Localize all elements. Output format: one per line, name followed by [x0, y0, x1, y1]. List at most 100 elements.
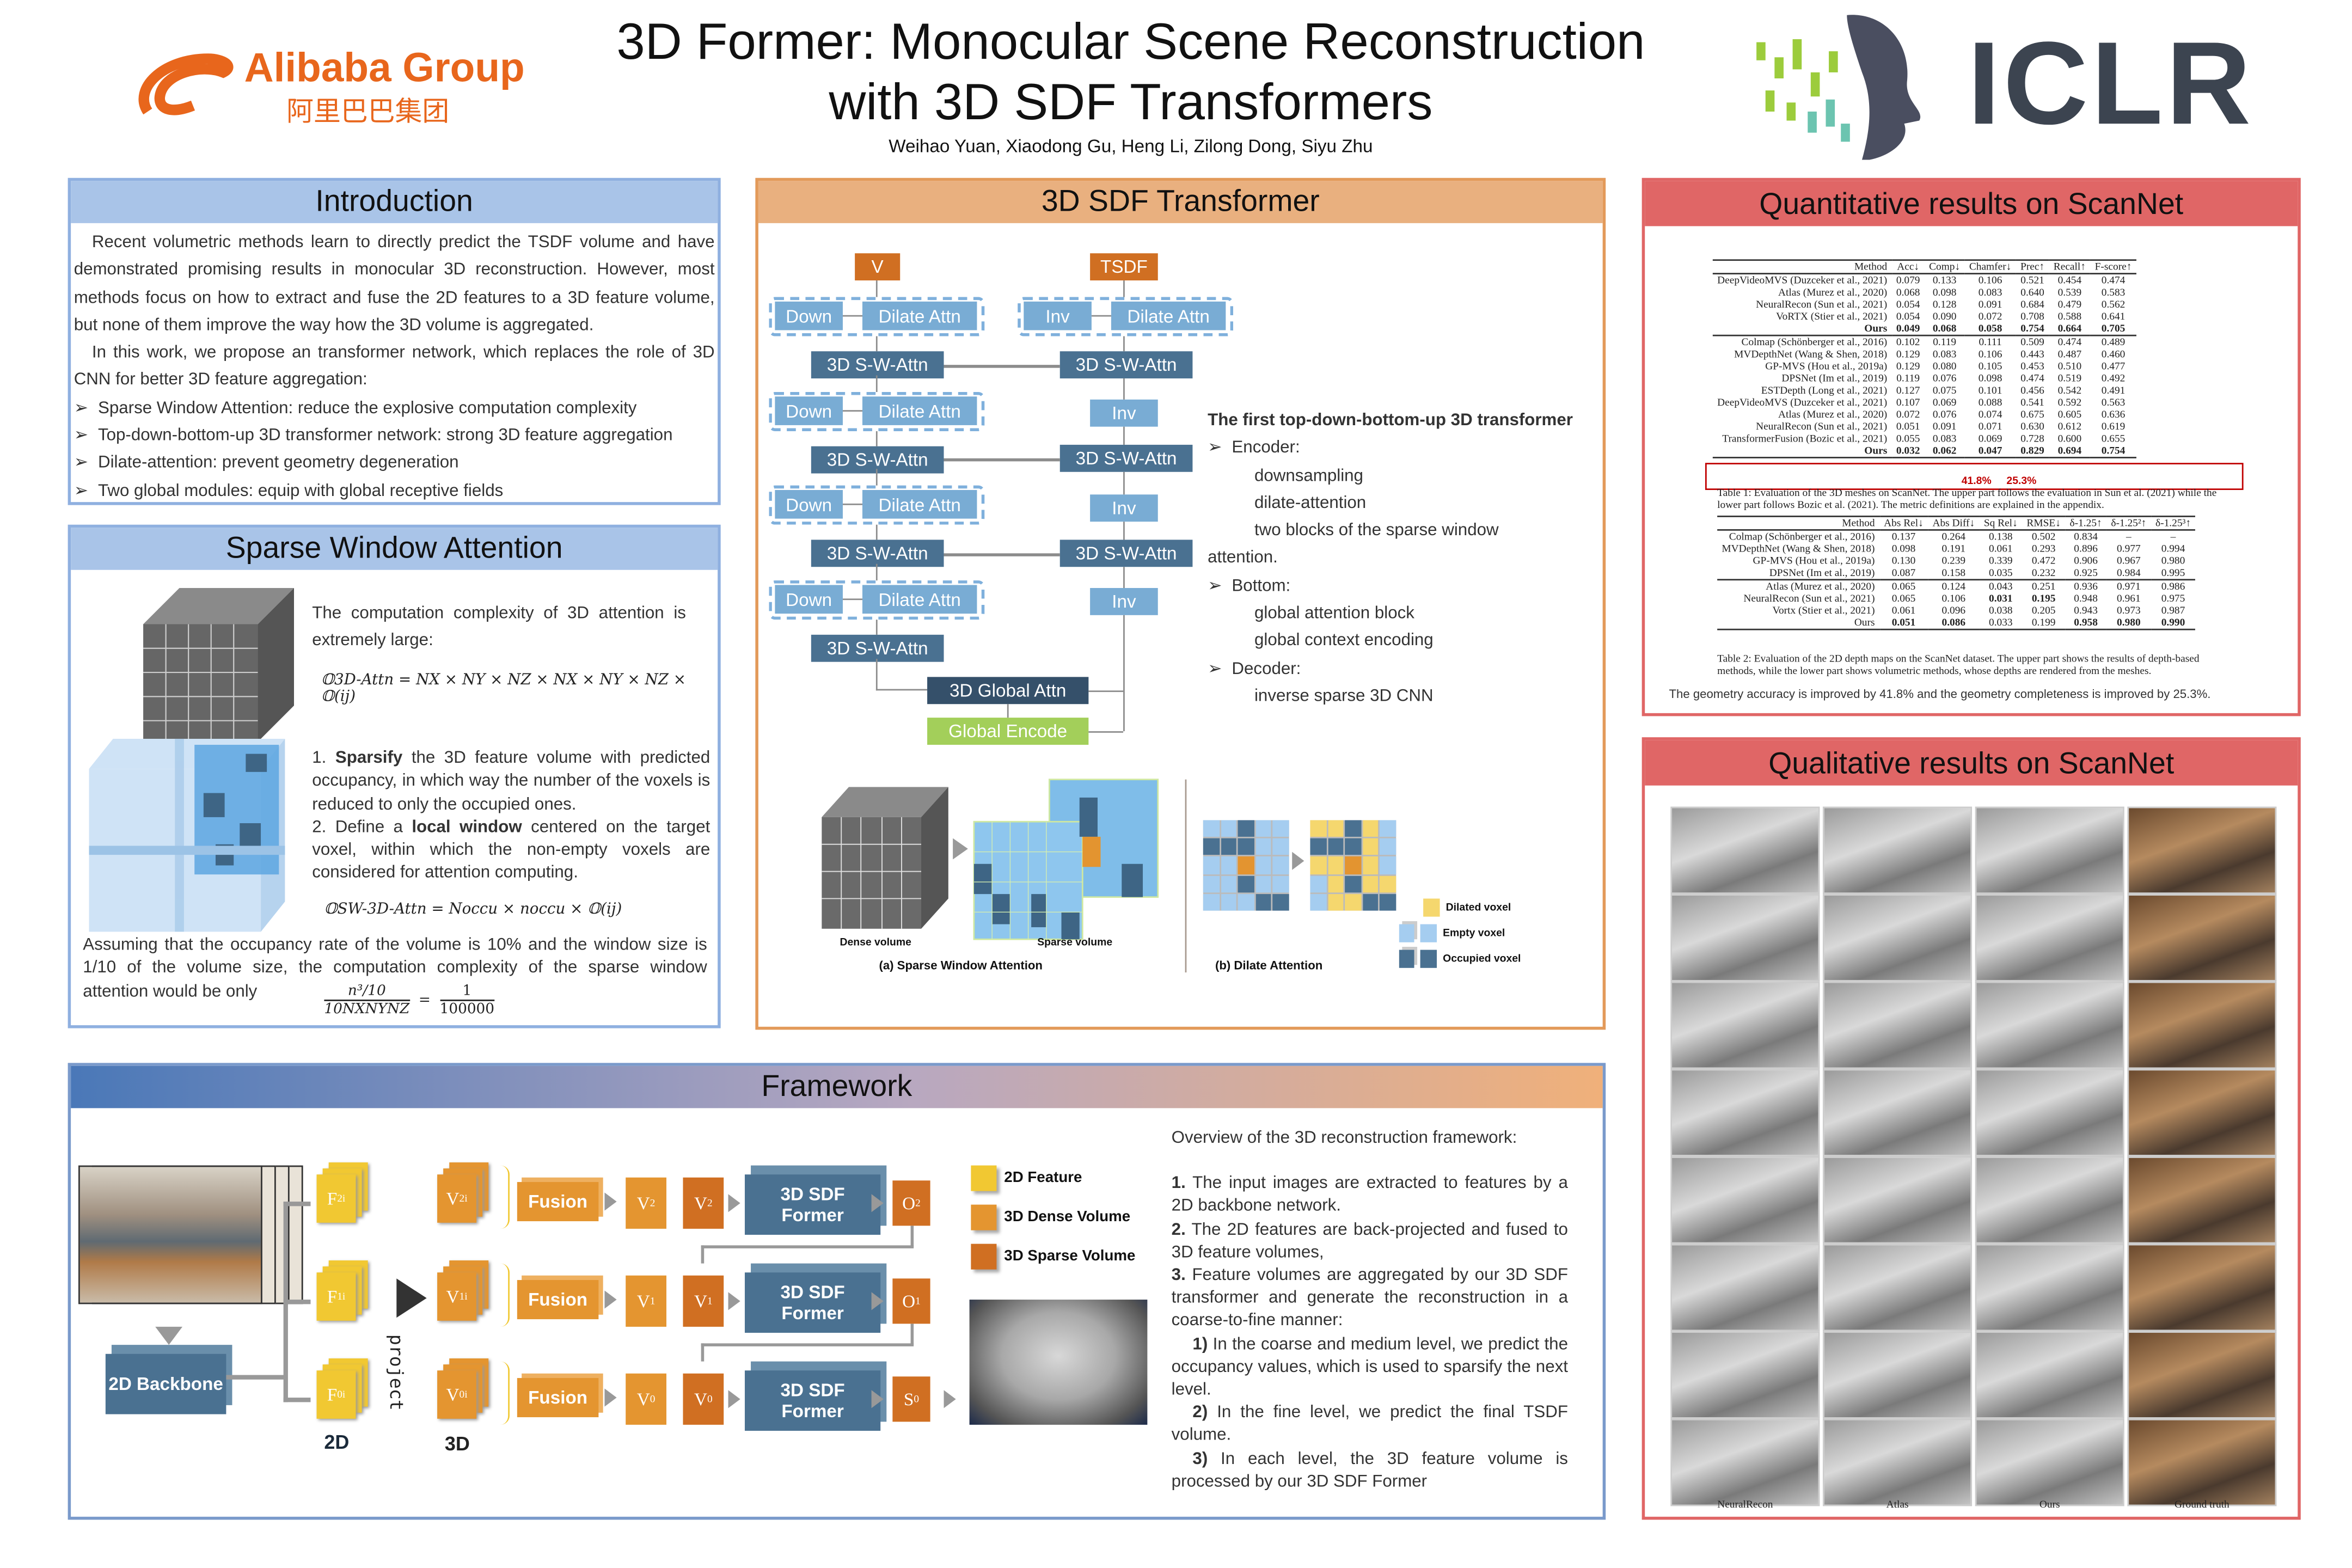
description-item: dilate-attention: [1254, 494, 1367, 513]
framework-step: 2. The 2D features are back-projected an…: [1172, 1219, 1568, 1265]
substep-number: 2): [1192, 1404, 1208, 1423]
voxel-legend-label: Occupied voxel: [1443, 953, 1521, 964]
voxel-cell: [1327, 856, 1344, 874]
level-sup: 1: [650, 1295, 656, 1307]
table-cell: 0.936: [2065, 579, 2107, 593]
feature-map-layer: [316, 1272, 356, 1321]
quantitative-summary: The geometry accuracy is improved by 41.…: [1669, 687, 2211, 701]
qualitative-image: [1822, 981, 1973, 1069]
volume-layer: [437, 1370, 477, 1419]
voxel-cell: [1203, 875, 1220, 892]
dilate-grid-after: [1310, 820, 1396, 911]
completeness-improvement: 25.3%: [2006, 476, 2037, 487]
voxel-cell: [1203, 893, 1220, 911]
table-cell: 0.047: [1978, 444, 2002, 457]
3d-sdf-former-box: 3D SDF Former: [744, 1174, 881, 1235]
voxel-cell: [1255, 875, 1272, 892]
voxel-cube-icon: [1399, 950, 1414, 968]
legend-swatch: [971, 1165, 997, 1191]
table-cell: 0.080: [1932, 360, 1957, 372]
table-cell: 0.980: [2117, 616, 2141, 629]
table-cell: 0.091: [1932, 420, 1957, 433]
fusion-box: Fusion: [517, 1378, 599, 1418]
voxel-cell: [1273, 856, 1289, 874]
qualitative-column-label: NeuralRecon: [1717, 1498, 1773, 1511]
table-cell: 0.076: [1932, 372, 1957, 385]
method-cell: Ours: [1864, 322, 1888, 335]
transformer-desc-title: The first top-down-bottom-up 3D transfor…: [1208, 411, 1573, 430]
decoder-label: Decoder:: [1208, 656, 1584, 684]
table-cell: 0.062: [1932, 444, 1957, 457]
table-cell: 0.106: [1978, 348, 2002, 360]
table-cell: 0.032: [1896, 444, 1920, 457]
qualitative-image: [1670, 806, 1820, 895]
table-cell: 0.102: [1891, 334, 1925, 348]
table-cell: 0.971: [2106, 579, 2151, 593]
table-cell: 0.728: [2020, 432, 2044, 445]
dense-volume-figure: [822, 787, 948, 929]
level-sup: 1: [459, 1290, 465, 1303]
table-cell: 0.091: [1978, 298, 2002, 311]
connector-line: [226, 1375, 287, 1380]
description-item: global attention block: [1254, 604, 1414, 623]
step-2-prefix: 2. Define a: [312, 818, 412, 837]
voxel-cell: [1273, 893, 1289, 911]
brace: [500, 1165, 510, 1229]
table-cell: 0.035: [1989, 567, 2013, 579]
voxel-cell: [1203, 838, 1220, 856]
table-cell: 0.588: [2057, 310, 2082, 323]
table-cell: 0.630: [2020, 420, 2044, 433]
table-cell: 0.684: [2020, 298, 2044, 311]
accuracy-improvement: 41.8%: [1961, 476, 1992, 487]
qualitative-image: [2127, 1244, 2277, 1332]
framework-substep: 1) In the coarse and medium level, we pr…: [1172, 1334, 1568, 1402]
formula-sw-3d-attn: 𝕆SW-3D-Attn = Noccu × noccu × 𝕆(ij): [324, 901, 622, 918]
table-cell: 0.487: [2057, 348, 2082, 360]
table-cell: 0.058: [1978, 322, 2002, 335]
table-cell: 0.990: [2161, 616, 2185, 629]
table-cell: 0.054: [1896, 310, 1920, 323]
introduction-heading: Introduction: [71, 181, 718, 223]
table-cell: 0.664: [2057, 322, 2082, 335]
table-cell: 0.098: [1891, 542, 1916, 555]
framework-description: Overview of the 3D reconstruction framew…: [1172, 1128, 1568, 1494]
table-cell: 0.129: [1896, 360, 1920, 372]
voxel-cell: [1203, 820, 1220, 837]
table-cell: 0.158: [1941, 567, 1966, 579]
qualitative-image: [1975, 1244, 2124, 1332]
table-cell: 0.043: [1979, 579, 2023, 593]
level-sup: 1: [707, 1295, 713, 1307]
sparse-window-attention-heading: Sparse Window Attention: [71, 528, 718, 570]
table-cell: 0.205: [2031, 604, 2056, 617]
table-cell: 0.098: [1978, 372, 2002, 385]
voxel-cell: [1220, 820, 1237, 837]
table-cell: 0.106: [1978, 274, 2002, 287]
table-cell: 0.636: [2101, 408, 2126, 421]
project-label: project: [385, 1334, 407, 1411]
arrow-right-icon: [604, 1192, 617, 1211]
introduction-panel: Introduction Recent volumetric methods l…: [68, 177, 721, 505]
table-cell: 0.943: [2074, 604, 2098, 617]
voxel-legend-swatch: [1420, 924, 1437, 942]
intro-bullet: Top-down-bottom-up 3D transformer networ…: [74, 422, 715, 451]
table-row: DeepVideoMVS (Duzceker et al., 2021)0.10…: [1713, 396, 2136, 408]
feature-map-layer: [316, 1370, 356, 1419]
table-cell: 0.124: [1928, 579, 1980, 593]
method-cell: Vortx (Stier et al., 2021): [1772, 604, 1875, 617]
table-cell: 0.079: [1896, 274, 1920, 287]
qualitative-image: [2127, 1331, 2277, 1419]
table-cell: 0.492: [2101, 372, 2126, 385]
table-cell: 0.474: [2049, 334, 2091, 348]
connector-line: [701, 1343, 705, 1362]
table-cell: 0.541: [2020, 396, 2044, 409]
